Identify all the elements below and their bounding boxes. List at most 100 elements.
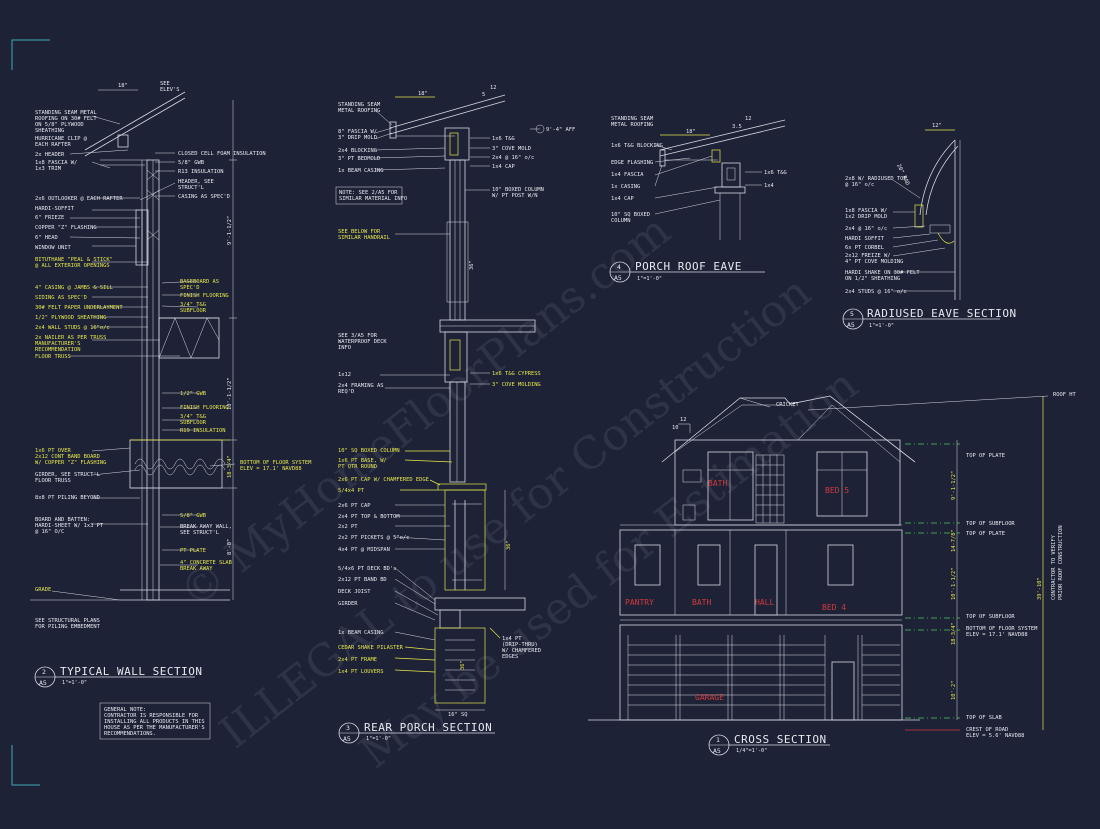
cross-section-drawing: CRICKET ROOF HT 12 10 BATH BED 5 PANTRY … bbox=[588, 392, 1076, 756]
radius-note: 2x4 STUDS @ 16" o/c bbox=[845, 289, 907, 295]
eave-dim-rise: 3.5 bbox=[732, 124, 742, 130]
wall-note: R13 INSULATION bbox=[178, 169, 223, 175]
cross-cricket: CRICKET bbox=[776, 402, 799, 408]
general-note-line: INSTALLING ALL PRODUCTS IN THIS bbox=[104, 719, 205, 725]
radius-section-scale: 1"=1'-0" bbox=[869, 323, 894, 329]
porch-left-notes: STANDING SEAM METAL ROOFING 8" FASCIA W/… bbox=[338, 102, 383, 174]
cross-room-mid: HALL bbox=[755, 598, 774, 607]
porch-note: 5/4x6 PT DECK BD's bbox=[338, 566, 396, 572]
wall-note: 3/4" T&G bbox=[180, 414, 206, 420]
eave-note: 1x6 T&G bbox=[764, 170, 787, 176]
wall-note: SUBFLOOR bbox=[180, 420, 207, 426]
wall-dim-base: 8'-0" bbox=[227, 539, 233, 555]
wall-note: @ 16" O/C bbox=[35, 529, 64, 535]
porch-handrail-note: SIMILAR HANDRAIL bbox=[338, 235, 390, 241]
wall-note: 1/2" GWB bbox=[180, 391, 206, 397]
cross-overall-dim: 39'-10" bbox=[1037, 577, 1043, 600]
eave-note: METAL ROOFING bbox=[611, 122, 653, 128]
wall-sheet-number: A5 bbox=[39, 679, 47, 687]
porch-section-title-block: 3 A5 REAR PORCH SECTION 1"=1'-0" bbox=[338, 721, 495, 744]
cross-level-label: TOP OF PLATE bbox=[966, 453, 1005, 459]
wall-note: BOTTOM OF FLOOR SYSTEM bbox=[240, 460, 312, 466]
cross-dim: 10'-2" bbox=[951, 681, 957, 700]
radius-note: HARDI SHAKE ON 30# FELT bbox=[845, 270, 920, 276]
wall-left-yellow-notes: BITUTHANE "PEAL & STICK" @ ALL EXTERIOR … bbox=[35, 257, 123, 360]
porch-note: PT QTR ROUND bbox=[338, 464, 377, 470]
wall-note: CASING AS SPEC'D bbox=[178, 194, 230, 200]
cross-crest: ELEV = 5.6' NAVD88 bbox=[966, 733, 1024, 739]
porch-note: 3" PT BEDMOLD bbox=[338, 156, 380, 162]
wall-dim-floor: 18-3/4" bbox=[227, 455, 233, 478]
porch-note: 2x4 PT TOP & BOTTOM bbox=[338, 514, 400, 520]
wall-detail-number: 2 bbox=[42, 668, 46, 676]
cross-detail-number: 1 bbox=[716, 736, 720, 744]
radius-note: 1x2 DRIP MOLD bbox=[845, 214, 887, 220]
porch-note-box: NOTE: SEE 2/A5 FOR SIMILAR MATERIAL INFO bbox=[335, 186, 407, 205]
porch-dim-col: 36" bbox=[506, 540, 512, 550]
wall-note: 2x HEADER bbox=[35, 152, 65, 158]
radius-note: 2x12 FREIZE W/ bbox=[845, 253, 890, 259]
porch-note-box-line: SIMILAR MATERIAL INFO bbox=[339, 196, 407, 202]
wall-note: 5/8" GWB bbox=[178, 160, 204, 166]
cross-level-label: BOTTOM OF FLOOR SYSTEM bbox=[966, 626, 1038, 632]
eave-section-title: PORCH ROOF EAVE bbox=[635, 260, 742, 273]
porch-note: 2x12 PT BAND BD bbox=[338, 577, 387, 583]
wall-note: SEE STRUCT'L bbox=[180, 530, 219, 536]
wall-note: EACH RAFTER bbox=[35, 142, 71, 148]
cross-room-mid: PANTRY bbox=[625, 598, 654, 607]
porch-note: 1x4 PT LOUVERS bbox=[338, 669, 383, 675]
wall-note: 2x6 OUTLOOKER @ EACH RAFTER bbox=[35, 196, 123, 202]
wall-note: 2x12 CONT BAND BOARD bbox=[35, 454, 100, 460]
porch-sheet-number: A5 bbox=[343, 735, 351, 743]
porch-note: 3" DRIP MOLD bbox=[338, 135, 377, 141]
porch-note: 1x4 PT bbox=[502, 636, 522, 642]
wall-note: HARDI-SHEET W/ 1x3 PT bbox=[35, 523, 104, 529]
porch-dim-rise: 5 bbox=[482, 92, 485, 98]
wall-note: WINDOW UNIT bbox=[35, 245, 71, 251]
wall-note: HEADER, SEE bbox=[178, 179, 214, 185]
wall-note: 4" CASING @ JAMBS & SILL bbox=[35, 285, 113, 291]
porch-section-drawing: 18" 12 5 9'-4" AFF 36" 36" bbox=[335, 85, 575, 744]
porch-note: 1x BEAM CASING bbox=[338, 630, 383, 636]
eave-note: 1x4 bbox=[764, 183, 774, 189]
cross-dim: 18-3/4" bbox=[951, 622, 957, 645]
wall-note: 4" CONCRETE SLAB bbox=[180, 560, 232, 566]
general-note-line: GENERAL NOTE: bbox=[104, 707, 146, 713]
cross-room-garage: GARAGE bbox=[695, 693, 724, 702]
porch-note: 1x6 PT BASE, W/ bbox=[338, 458, 387, 464]
cross-room-mid: BED 4 bbox=[822, 603, 846, 612]
wall-note: ELEV = 17.1' NAVD88 bbox=[240, 466, 302, 472]
porch-note: 8" FASCIA W/ bbox=[338, 129, 377, 135]
wall-note: HARDI-SOFFIT bbox=[35, 206, 75, 212]
porch-note: 1x BEAM CASING bbox=[338, 168, 383, 174]
eave-notes: STANDING SEAM METAL ROOFING 1x6 T&G BLOC… bbox=[611, 116, 787, 224]
porch-note: 2x4 PT FRAME bbox=[338, 657, 377, 663]
cross-crest: CREST OF ROAD bbox=[966, 727, 1008, 733]
radius-note: 4" PT COVE MOLDING bbox=[845, 259, 903, 265]
cross-dim: 14-7/8" bbox=[951, 529, 957, 552]
porch-note: STANDING SEAM bbox=[338, 102, 381, 108]
general-note-line: RECOMMENDATIONS. bbox=[104, 731, 156, 737]
wall-note: FLOOR TRUSS bbox=[35, 354, 71, 360]
cross-title-block: 1 A5 CROSS SECTION 1/4"=1'-0" bbox=[708, 733, 830, 756]
wall-note: SUBFLOOR bbox=[180, 308, 207, 314]
wall-note: 5/8" GWB bbox=[180, 513, 206, 519]
eave-note: 1x4 CAP bbox=[611, 196, 634, 202]
porch-deck-note: WATERPROOF DECK bbox=[338, 339, 387, 345]
eave-note: 1x CASING bbox=[611, 184, 640, 190]
wall-note: SHEATHING bbox=[35, 128, 64, 134]
porch-deck-note: INFO bbox=[338, 345, 351, 351]
radius-sheet-number: A5 bbox=[847, 321, 855, 329]
wall-section-title-block: 2 A5 TYPICAL WALL SECTION 1"=1'-0" bbox=[34, 665, 202, 688]
wall-note: GIRDER, SEE STRUCT'L bbox=[35, 472, 100, 478]
cross-level-sub: ELEV = 17.1' NAVD88 bbox=[966, 632, 1028, 638]
wall-note: CLOSED CELL FOAM INSULATION bbox=[178, 151, 266, 157]
wall-note: HURRICANE CLIP @ bbox=[35, 136, 88, 142]
radius-note: @ 16" o/c bbox=[845, 182, 874, 188]
wall-note: FOR PILING EMBEDMENT bbox=[35, 624, 101, 630]
wall-dim-lower: 10'-1-1/2" bbox=[227, 378, 233, 410]
cross-sheet-number: A5 bbox=[713, 747, 721, 755]
eave-sheet-number: A5 bbox=[614, 274, 622, 282]
